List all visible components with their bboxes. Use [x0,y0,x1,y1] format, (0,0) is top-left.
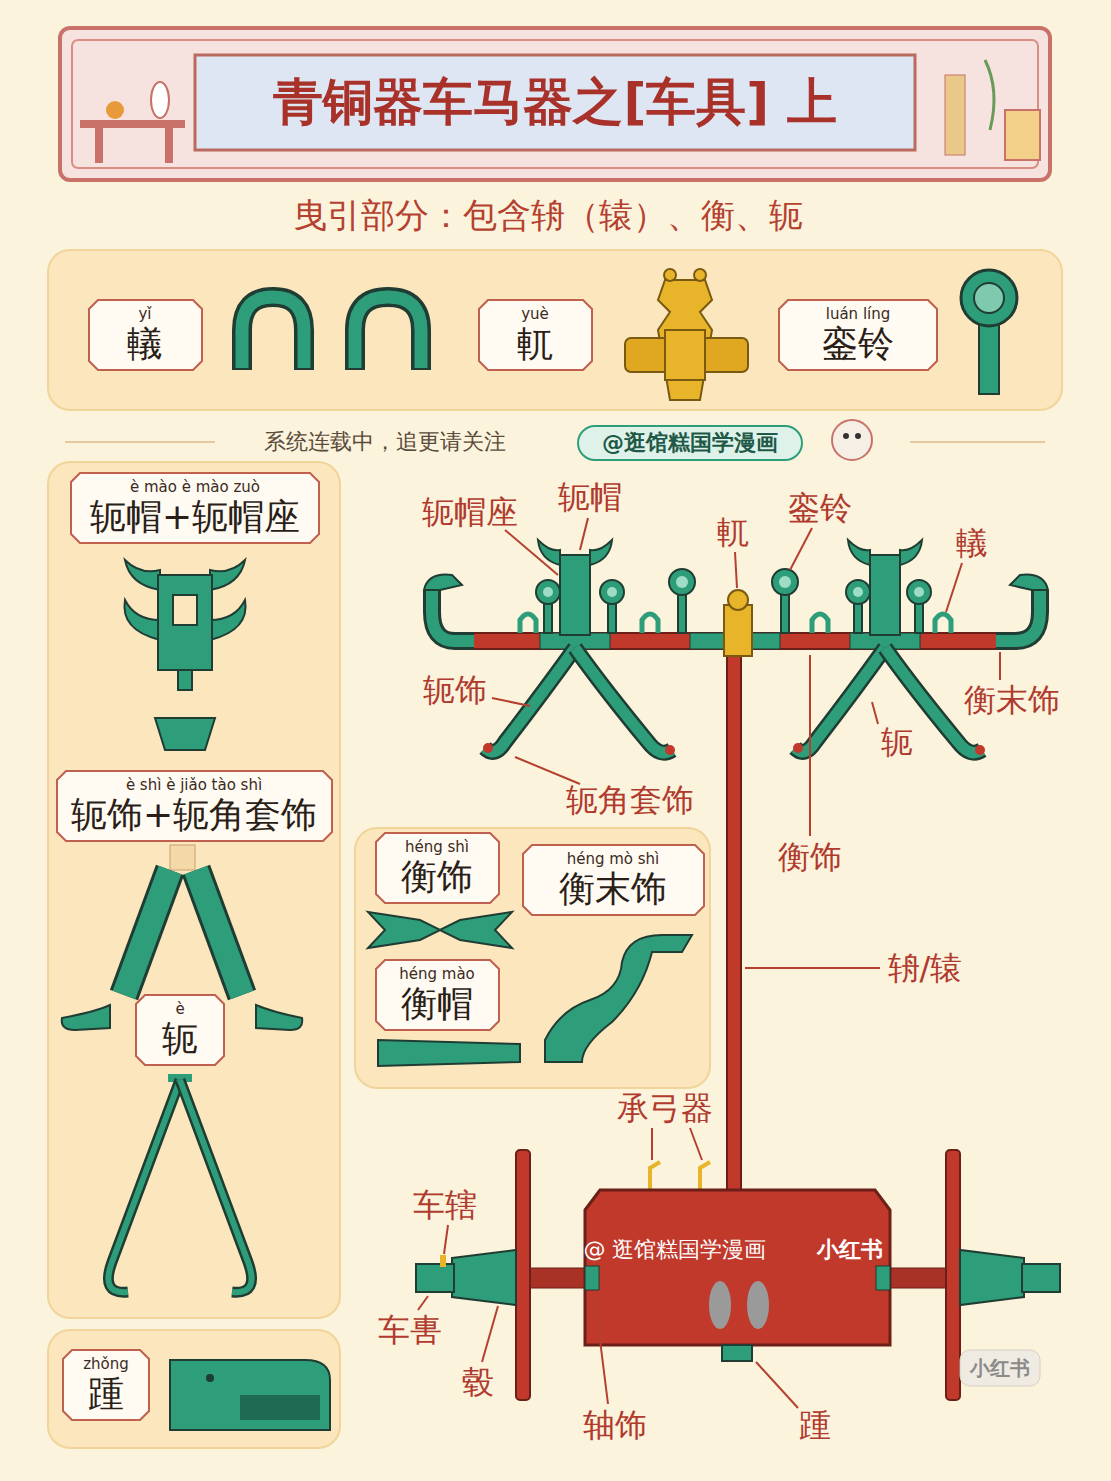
part-label: 轭饰 [423,671,487,709]
part-label: 毂 [462,1363,494,1401]
watermark: 小红书 [817,1237,883,1263]
box-border [136,995,224,1065]
box-border [89,300,202,370]
pinyin: héng mò shì [567,851,660,868]
part-name: 銮铃 [822,323,894,364]
part-label: 轭帽座 [422,493,518,531]
pinyin: héng shì [405,839,469,856]
part-label: 踵 [799,1406,831,1444]
part-name: 轭帽+轭帽座 [90,496,300,537]
part-name-box: zhǒng踵 [62,1349,150,1421]
watermark: 小红书 [970,1356,1030,1380]
pinyin: héng mào [399,966,475,983]
part-label: 衡末饰 [964,681,1060,719]
part-label: 轴饰 [583,1406,647,1444]
pinyin: zhǒng [83,1356,129,1373]
part-label: 軏 [717,513,749,551]
watermark: @ 逛馆糕国学漫画 [584,1237,767,1263]
part-label: 车辖 [413,1186,477,1224]
box-border [479,300,592,370]
part-name: 轭 [162,1018,198,1059]
box-border [71,473,319,543]
note: 系统连载中，追更请关注 [264,429,506,455]
box-border [63,1350,149,1420]
pinyin: luán líng [826,306,891,323]
part-label: 衡饰 [778,838,842,876]
part-name-box: yǐ轙 [88,299,203,371]
box-border [57,771,332,841]
box-border [523,845,704,915]
pinyin: yuè [521,306,549,323]
account-tag: @逛馆糕国学漫画 [602,430,778,456]
part-label: 辀/辕 [888,949,963,987]
part-name-box: héng shì衡饰 [375,832,500,904]
part-name-box: è轭 [135,994,225,1066]
part-label: 轙 [956,524,988,562]
part-name: 衡帽 [401,983,473,1024]
part-name-box: è shì è jiǎo tào shì轭饰+轭角套饰 [56,770,333,842]
part-name: 轙 [127,323,163,364]
part-name: 衡末饰 [559,868,667,909]
part-name-box: yuè軏 [478,299,593,371]
part-name-box: héng mào衡帽 [375,959,500,1031]
part-label: 轭帽 [558,478,622,516]
pinyin: è [175,1001,184,1018]
part-label: 轭 [881,723,913,761]
pinyin: è mào è mào zuò [130,479,260,496]
part-name: 衡饰 [401,856,473,897]
pinyin: yǐ [138,306,151,323]
title: 青铜器车马器之[车具] 上 [273,69,836,136]
part-name-box: héng mò shì衡末饰 [522,844,705,916]
box-border [376,833,499,903]
part-name: 轭饰+轭角套饰 [71,794,317,835]
box-border [376,960,499,1030]
subtitle: 曳引部分：包含辀（辕）、衡、轭 [293,195,803,236]
part-label: 承弓器 [617,1089,713,1127]
part-name: 軏 [517,323,553,364]
part-name: 踵 [88,1373,124,1414]
part-label: 銮铃 [788,489,852,527]
part-name-box: è mào è mào zuò轭帽+轭帽座 [70,472,320,544]
part-name-box: luán líng銮铃 [778,299,938,371]
pinyin: è shì è jiǎo tào shì [126,777,262,794]
box-border [779,300,937,370]
part-label: 轭角套饰 [566,781,694,819]
part-label: 车軎 [378,1311,442,1349]
